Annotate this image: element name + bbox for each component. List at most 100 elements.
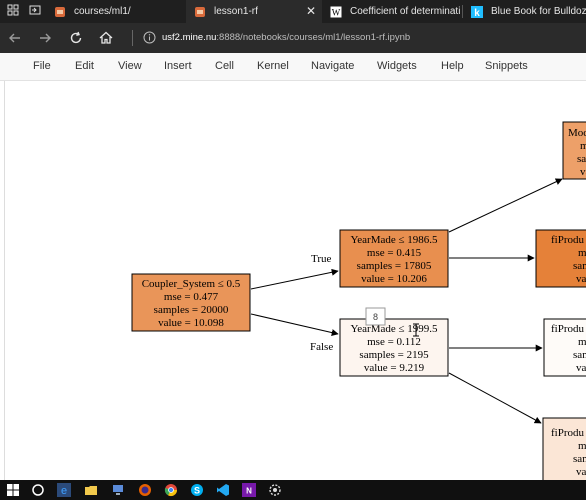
menu-insert[interactable]: Insert <box>164 60 192 72</box>
file-explorer-icon[interactable] <box>84 483 98 497</box>
edge-right-to-rr <box>448 372 542 424</box>
address-bar-row: usf2.mine.nu:8888/notebooks/courses/ml1/… <box>0 23 586 53</box>
site-info-icon[interactable] <box>143 31 156 44</box>
node-value-text: value = 9.219 <box>364 362 425 374</box>
decision-tree-graph: True False Coupler_System ≤ 0.5 mse = 0.… <box>131 121 586 480</box>
menu-widgets[interactable]: Widgets <box>377 60 417 72</box>
refresh-icon[interactable] <box>67 29 85 47</box>
node-value-text: value = 10.098 <box>158 317 224 329</box>
node-samples-text: samples = 20000 <box>154 304 229 316</box>
set-tabs-aside-icon[interactable] <box>28 4 42 18</box>
text-cursor-icon <box>413 323 419 337</box>
chrome-icon[interactable] <box>164 483 178 497</box>
tree-node-ll-partial: Mod m sam va <box>562 121 586 180</box>
node-split-text: Coupler_System ≤ 0.5 <box>142 278 241 290</box>
forward-arrow-icon[interactable] <box>36 29 54 47</box>
skype-icon[interactable]: S <box>190 483 204 497</box>
notebook-output-area: True False Coupler_System ≤ 0.5 mse = 0.… <box>0 81 586 480</box>
edge-root-to-left <box>250 268 339 290</box>
windows-start-icon[interactable] <box>6 483 20 497</box>
tree-node-right: YearMade ≤ 1999.5 mse = 0.112 samples = … <box>339 318 449 377</box>
node-mse-text: m <box>578 336 586 348</box>
edge-label-true: True <box>311 253 331 265</box>
tab-label: Coefficient of determination <box>350 6 460 17</box>
tab-lesson1-rf[interactable]: lesson1-rf ✕ <box>186 0 322 23</box>
edge-left-to-ll <box>448 178 563 233</box>
settings-app-icon[interactable] <box>268 483 282 497</box>
url-field[interactable]: usf2.mine.nu:8888/notebooks/courses/ml1/… <box>162 32 410 43</box>
url-host: usf2.mine.nu <box>162 32 217 43</box>
tree-node-rl-partial: fiProdu m sam va <box>543 318 586 377</box>
node-samples-text: sam <box>573 453 586 465</box>
node-value-text: va <box>576 273 586 285</box>
node-samples-text: sam <box>573 260 586 272</box>
node-mse-text: m <box>578 247 586 259</box>
browser-tab-strip: courses/ml1/ lesson1-rf ✕ W Coefficient … <box>0 0 586 23</box>
node-split-text: YearMade ≤ 1999.5 <box>350 323 438 335</box>
node-mse-text: m <box>578 440 586 452</box>
menu-file[interactable]: File <box>33 60 51 72</box>
node-samples-text: samples = 2195 <box>359 349 429 361</box>
node-split-text: Mod <box>568 127 586 139</box>
tree-node-root: Coupler_System ≤ 0.5 mse = 0.477 samples… <box>131 273 251 332</box>
node-split-text: fiProdu <box>551 234 585 246</box>
tooltip-text: 8 <box>373 312 378 322</box>
menu-edit[interactable]: Edit <box>75 60 94 72</box>
node-mse-text: mse = 0.415 <box>367 247 422 259</box>
jupyter-favicon-icon <box>195 6 205 17</box>
node-value-text: va <box>576 362 586 374</box>
tree-node-rr-partial: fiProdu m sam va <box>542 417 586 480</box>
cortana-search-icon[interactable] <box>31 483 45 497</box>
vscode-icon[interactable] <box>216 483 230 497</box>
kaggle-favicon-icon: k <box>471 5 483 18</box>
menu-snippets[interactable]: Snippets <box>485 60 528 72</box>
node-value-text: value = 10.206 <box>361 273 427 285</box>
edge-browser-icon[interactable]: e <box>57 483 71 497</box>
node-samples-text: samples = 17805 <box>357 260 432 272</box>
menu-kernel[interactable]: Kernel <box>257 60 289 72</box>
node-value-text: va <box>576 466 586 478</box>
node-split-text: YearMade ≤ 1986.5 <box>350 234 438 246</box>
wikipedia-favicon-icon: W <box>330 6 342 17</box>
tree-node-lr-partial: fiProdu m sam va <box>535 229 586 288</box>
close-tab-icon[interactable]: ✕ <box>305 4 316 18</box>
tab-courses[interactable]: courses/ml1/ <box>46 0 186 23</box>
tab-coefficient-of-determination[interactable]: W Coefficient of determination <box>322 0 460 23</box>
tab-label: courses/ml1/ <box>74 6 131 17</box>
menu-help[interactable]: Help <box>441 60 464 72</box>
jupyter-favicon-icon <box>55 6 65 17</box>
windows-taskbar: e S N <box>0 480 586 500</box>
tab-manager-icon[interactable] <box>6 4 20 18</box>
hover-tooltip: 8 <box>365 307 386 326</box>
tab-blue-book-for-bulldozers[interactable]: k Blue Book for Bulldozers <box>463 0 586 23</box>
node-mse-text: m <box>580 140 586 152</box>
svg-text:W: W <box>332 7 341 17</box>
node-value-text: va <box>580 166 586 178</box>
cell-left-border <box>4 81 5 480</box>
edge-label-false: False <box>310 341 333 353</box>
tab-label: Blue Book for Bulldozers <box>491 6 586 17</box>
node-mse-text: mse = 0.477 <box>164 291 219 303</box>
node-split-text: fiProdu <box>551 427 585 439</box>
onenote-icon[interactable]: N <box>242 483 256 497</box>
tree-node-left: YearMade ≤ 1986.5 mse = 0.415 samples = … <box>339 229 449 288</box>
back-arrow-icon[interactable] <box>6 29 24 47</box>
tab-label: lesson1-rf <box>214 6 258 17</box>
edge-root-to-right <box>250 313 339 336</box>
svg-text:S: S <box>194 486 200 496</box>
remote-desktop-icon[interactable] <box>111 483 125 497</box>
menu-view[interactable]: View <box>118 60 142 72</box>
svg-text:N: N <box>246 487 252 496</box>
menu-navigate[interactable]: Navigate <box>311 60 355 72</box>
firefox-icon[interactable] <box>138 483 152 497</box>
address-separator <box>132 30 133 46</box>
svg-text:k: k <box>474 8 480 18</box>
home-icon[interactable] <box>97 29 115 47</box>
tab-separator <box>462 5 463 18</box>
menu-cell[interactable]: Cell <box>215 60 234 72</box>
notebook-menubar: File Edit View Insert Cell Kernel Naviga… <box>0 53 586 81</box>
node-samples-text: sam <box>573 349 586 361</box>
url-path: :8888/notebooks/courses/ml1/lesson1-rf.i… <box>216 32 411 43</box>
node-mse-text: mse = 0.112 <box>367 336 421 348</box>
svg-text:e: e <box>61 485 67 497</box>
